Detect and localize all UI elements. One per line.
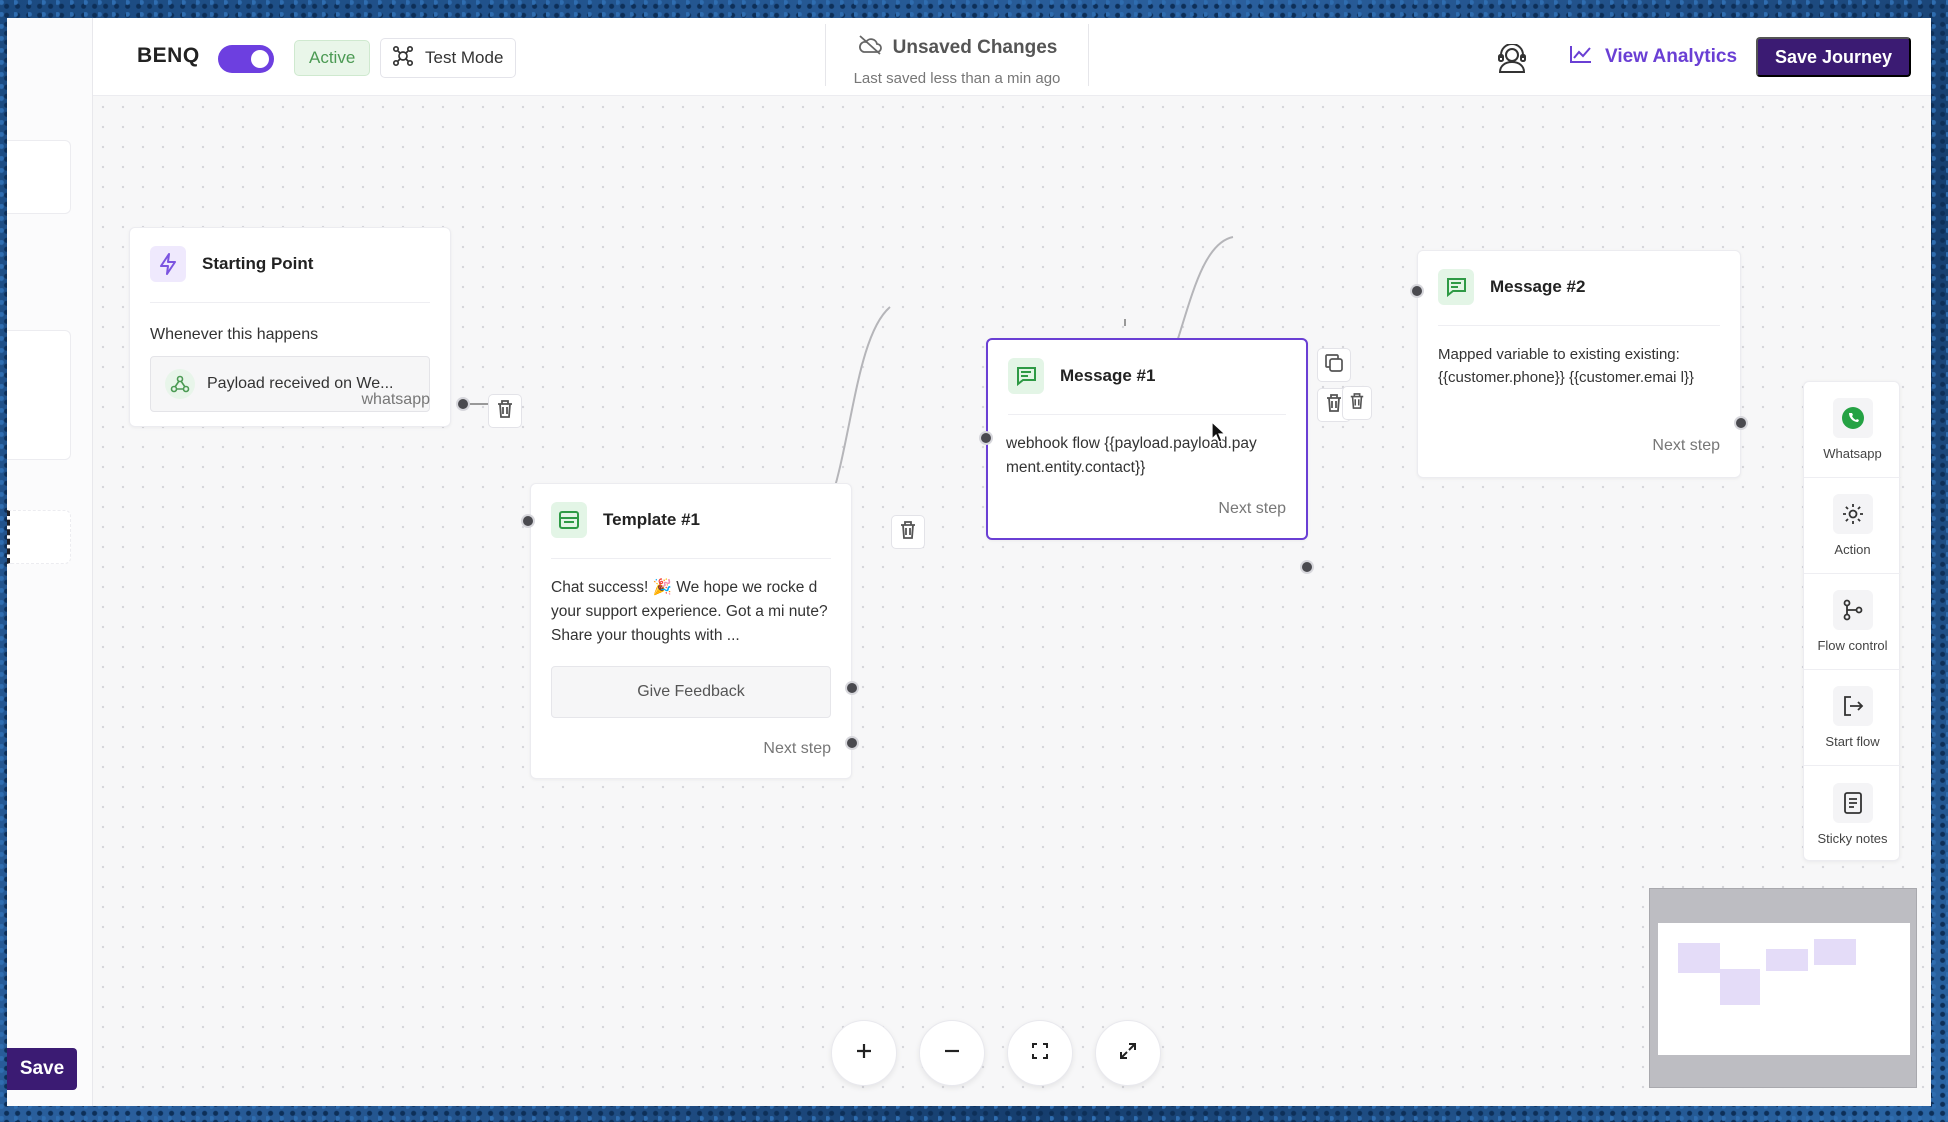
topbar: BENQ Active Test Mode Unsaved Changes	[93, 18, 1931, 96]
give-feedback-button[interactable]: Give Feedback	[551, 666, 831, 718]
trash-icon	[1349, 392, 1365, 415]
plus-icon	[855, 1042, 873, 1065]
palette-label: Sticky notes	[1817, 830, 1888, 846]
palette-label: Start flow	[1825, 734, 1880, 749]
message2-next-port[interactable]	[1734, 416, 1748, 430]
sidebar-save-button[interactable]: Save	[7, 1048, 77, 1090]
expand-icon	[1119, 1042, 1137, 1065]
palette-item-whatsapp[interactable]: Whatsapp	[1804, 382, 1901, 478]
brand-name: BENQ	[137, 44, 200, 67]
copy-icon	[1324, 353, 1344, 378]
node-title: Message #2	[1490, 277, 1586, 296]
cloud-off-icon	[857, 34, 883, 62]
sidebar-panel-1	[7, 140, 71, 214]
webhook-icon	[165, 369, 195, 399]
sidebar-panel-3	[7, 510, 71, 564]
node-palette: Whatsapp Action Flow control Start flow	[1803, 381, 1901, 862]
app-window: Save BENQ Active Test Mode Unsaved	[7, 18, 1931, 1106]
sidebar-panel-2	[7, 330, 71, 460]
node-message-1[interactable]: Message #1 webhook flow {{payload.payloa…	[986, 338, 1308, 540]
fit-view-icon	[1031, 1042, 1049, 1065]
next-step-label: Next step	[1218, 500, 1286, 517]
zoom-in-button[interactable]	[831, 1020, 897, 1086]
message2-input-port[interactable]	[1410, 284, 1424, 298]
template-body-text: Chat success! 🎉 We hope we rocke d your …	[551, 579, 828, 644]
test-mode-label: Test Mode	[425, 48, 504, 67]
output-label-whatsapp: whatsapp	[361, 391, 431, 408]
chat-icon	[1438, 269, 1474, 305]
mouse-cursor-icon	[1211, 420, 1227, 448]
save-status-title: Unsaved Changes	[892, 37, 1058, 58]
note-icon	[1832, 782, 1873, 823]
lightning-icon	[150, 246, 186, 282]
flow-canvas[interactable]: Starting Point Whenever this happens Pay…	[93, 97, 1931, 1106]
whatsapp-icon	[1832, 398, 1873, 438]
message1-input-port[interactable]	[979, 431, 993, 445]
node-title: Template #1	[603, 510, 701, 529]
node-divider	[1008, 414, 1286, 415]
trigger-payload-label: Payload received on We...	[207, 375, 394, 392]
active-badge: Active	[294, 40, 371, 76]
duplicate-node-button[interactable]	[1317, 348, 1351, 382]
template-icon	[551, 502, 587, 538]
node-starting-point[interactable]: Starting Point Whenever this happens Pay…	[129, 227, 451, 427]
node-title: Starting Point	[202, 254, 314, 273]
start-output-port[interactable]	[456, 397, 470, 411]
trash-icon	[496, 399, 514, 424]
palette-label: Whatsapp	[1823, 446, 1882, 461]
delete-connection-button[interactable]	[891, 515, 925, 549]
left-sidebar: Save	[7, 18, 93, 1106]
node-divider	[551, 558, 831, 559]
chat-icon	[1008, 358, 1044, 394]
next-step-label: Next step	[1652, 437, 1720, 454]
view-analytics-label: View Analytics	[1605, 46, 1738, 67]
test-mode-icon	[391, 44, 415, 73]
message1-next-port[interactable]	[1300, 560, 1314, 574]
delete-connection-button[interactable]	[488, 394, 522, 428]
minimap[interactable]	[1649, 888, 1917, 1088]
view-analytics-link[interactable]: View Analytics	[1569, 44, 1737, 70]
minimap-node	[1766, 949, 1808, 971]
trash-icon	[899, 520, 917, 545]
trigger-heading: Whenever this happens	[150, 326, 319, 343]
message-body-text: Mapped variable to existing existing: {{…	[1438, 346, 1695, 386]
node-divider	[150, 302, 430, 303]
zoom-out-button[interactable]	[919, 1020, 985, 1086]
branch-icon	[1832, 590, 1873, 630]
node-divider	[1438, 325, 1720, 326]
gear-icon	[1832, 494, 1873, 534]
minimap-node	[1678, 943, 1720, 973]
save-status: Unsaved Changes Last saved less than a m…	[825, 24, 1089, 87]
node-message-2[interactable]: Message #2 Mapped variable to existing e…	[1417, 250, 1741, 478]
node-template-1[interactable]: Template #1 Chat success! 🎉 We hope we r…	[530, 483, 852, 779]
message-body-text: webhook flow {{payload.payload.pay ment.…	[1006, 435, 1257, 476]
palette-item-start-flow[interactable]: Start flow	[1804, 670, 1901, 766]
support-agent-icon[interactable]	[1495, 43, 1529, 74]
palette-item-action[interactable]: Action	[1804, 478, 1901, 574]
node-title: Message #1	[1060, 366, 1156, 385]
save-status-subtitle: Last saved less than a min ago	[853, 70, 1061, 87]
minus-icon	[943, 1042, 961, 1065]
template-next-port[interactable]	[845, 736, 859, 750]
palette-label: Flow control	[1817, 638, 1888, 653]
minimap-node	[1814, 939, 1856, 965]
active-toggle[interactable]	[218, 45, 274, 73]
exit-icon	[1832, 686, 1873, 726]
palette-label: Action	[1834, 542, 1871, 557]
palette-item-flow-control[interactable]: Flow control	[1804, 574, 1901, 670]
delete-connection-button[interactable]	[1342, 386, 1372, 420]
minimap-node	[1720, 969, 1760, 1005]
trigger-payload-box[interactable]: Payload received on We...	[150, 356, 430, 412]
template-button-port[interactable]	[845, 681, 859, 695]
minimap-viewport	[1658, 923, 1910, 1055]
chart-line-icon	[1569, 44, 1593, 70]
save-journey-button[interactable]: Save Journey	[1756, 37, 1911, 77]
trash-icon	[1325, 393, 1343, 418]
next-step-label: Next step	[763, 740, 831, 757]
palette-item-sticky-notes[interactable]: Sticky notes	[1804, 766, 1901, 862]
test-mode-button[interactable]: Test Mode	[380, 38, 517, 78]
fullscreen-button[interactable]	[1095, 1020, 1161, 1086]
template-input-port[interactable]	[521, 514, 535, 528]
fit-view-button[interactable]	[1007, 1020, 1073, 1086]
